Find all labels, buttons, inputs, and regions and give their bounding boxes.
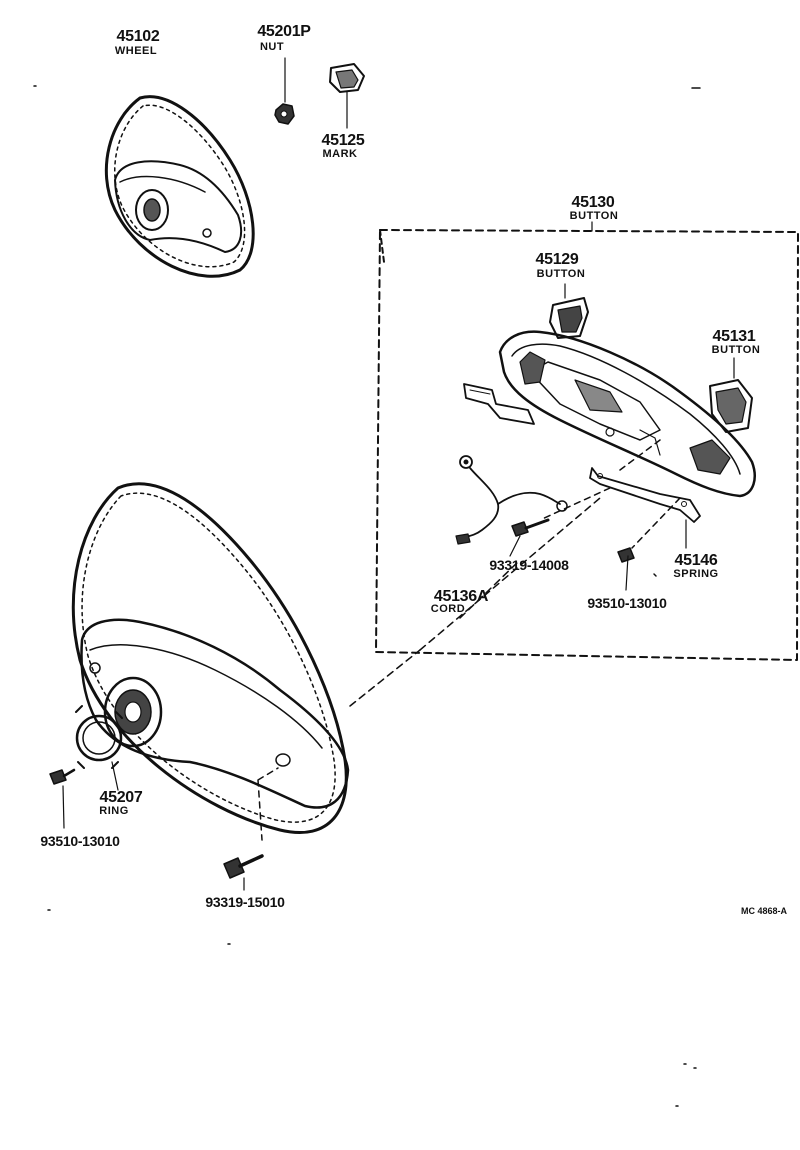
part-name-cord: CORD [430,603,466,615]
part-name-ring: RING [99,805,129,817]
screw-cord-icon [509,518,550,557]
part-name-nut: NUT [259,41,285,53]
part-name-button-assembly: BUTTON [569,210,619,222]
mark-emblem-icon [329,63,365,129]
part-number-wheel: 45102 [116,28,160,45]
part-number-screw-spring: 93510-13010 [587,595,667,611]
button-assembly-boundary [375,229,799,661]
part-name-button-right: BUTTON [711,344,761,356]
part-number-screw-cord: 93319-14008 [489,557,569,573]
diagram-code: MC 4868-A [741,906,788,916]
part-number-button-left: 45129 [535,251,579,268]
part-name-wheel: WHEEL [114,45,158,57]
steering-wheel-small [104,95,255,278]
part-number-ring: 45207 [99,789,143,806]
button-pad-housing [498,330,756,498]
nut-icon [274,57,295,125]
part-number-bolt-wheel: 93319-15010 [205,894,285,910]
part-number-button-assembly: 45130 [571,194,615,211]
part-number-spring: 45146 [674,552,718,569]
ring-icon [75,705,123,791]
part-number-button-right: 45131 [712,328,756,345]
part-number-screw-ring: 93510-13010 [40,833,120,849]
button-right-icon [709,357,753,433]
part-name-mark: MARK [322,148,358,160]
steering-wheel-large [71,482,350,834]
part-name-button-left: BUTTON [536,268,586,280]
contact-plate-icon [463,383,535,425]
screw-spring-icon [617,547,635,591]
screw-ring-icon [49,768,76,829]
bolt-wheel-icon [223,767,279,891]
part-number-nut: 45201P [257,23,311,40]
spring-plate-icon [589,467,701,549]
part-number-cord: 45136A [433,588,489,605]
part-number-mark: 45125 [321,132,365,149]
cord-icon [455,455,568,545]
part-name-spring: SPRING [673,568,719,580]
button-left-icon [549,283,589,339]
